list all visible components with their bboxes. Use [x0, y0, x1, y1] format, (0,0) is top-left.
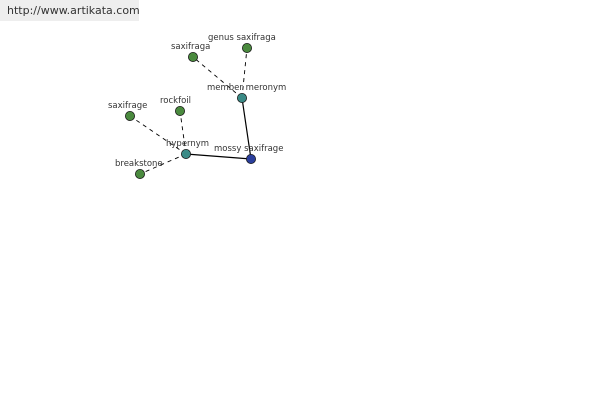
node-member[interactable]: [236, 93, 247, 104]
node-label-genus[interactable]: genus saxifraga: [208, 33, 276, 43]
edge-hypernym-breakstone: [139, 153, 187, 175]
source-url-text[interactable]: http://www.artikata.com: [7, 4, 140, 17]
edge-mossy-hypernym: [185, 153, 252, 160]
edge-hypernym-saxifrage: [129, 115, 187, 155]
labels-layer: mossy saxifrage hypernym member meronym sax…: [108, 33, 286, 169]
node-genus[interactable]: [241, 43, 252, 54]
node-label-mossy[interactable]: mossy saxifrage: [214, 144, 283, 154]
node-saxifraga[interactable]: [187, 52, 198, 63]
node-saxifrage[interactable]: [125, 111, 136, 122]
edge-member-genus: [241, 47, 248, 99]
node-label-breakstone[interactable]: breakstone: [115, 159, 163, 169]
edge-member-saxifraga: [192, 56, 243, 99]
node-mossy[interactable]: [245, 153, 256, 164]
node-label-saxifraga[interactable]: saxifraga: [171, 42, 210, 52]
source-url-banner[interactable]: http://www.artikata.com: [0, 0, 140, 21]
edges-layer: [129, 47, 252, 175]
node-rockfoil[interactable]: [174, 106, 185, 117]
node-label-rockfoil[interactable]: rockfoil: [160, 96, 191, 106]
nodes-layer: [125, 43, 256, 179]
node-hypernym[interactable]: [180, 148, 191, 159]
node-label-saxifrage[interactable]: saxifrage: [108, 101, 147, 111]
node-label-hypernym[interactable]: hypernym: [166, 139, 209, 149]
node-label-member[interactable]: member meronym: [207, 83, 286, 93]
edge-mossy-member: [241, 97, 252, 160]
node-breakstone[interactable]: [134, 168, 145, 179]
